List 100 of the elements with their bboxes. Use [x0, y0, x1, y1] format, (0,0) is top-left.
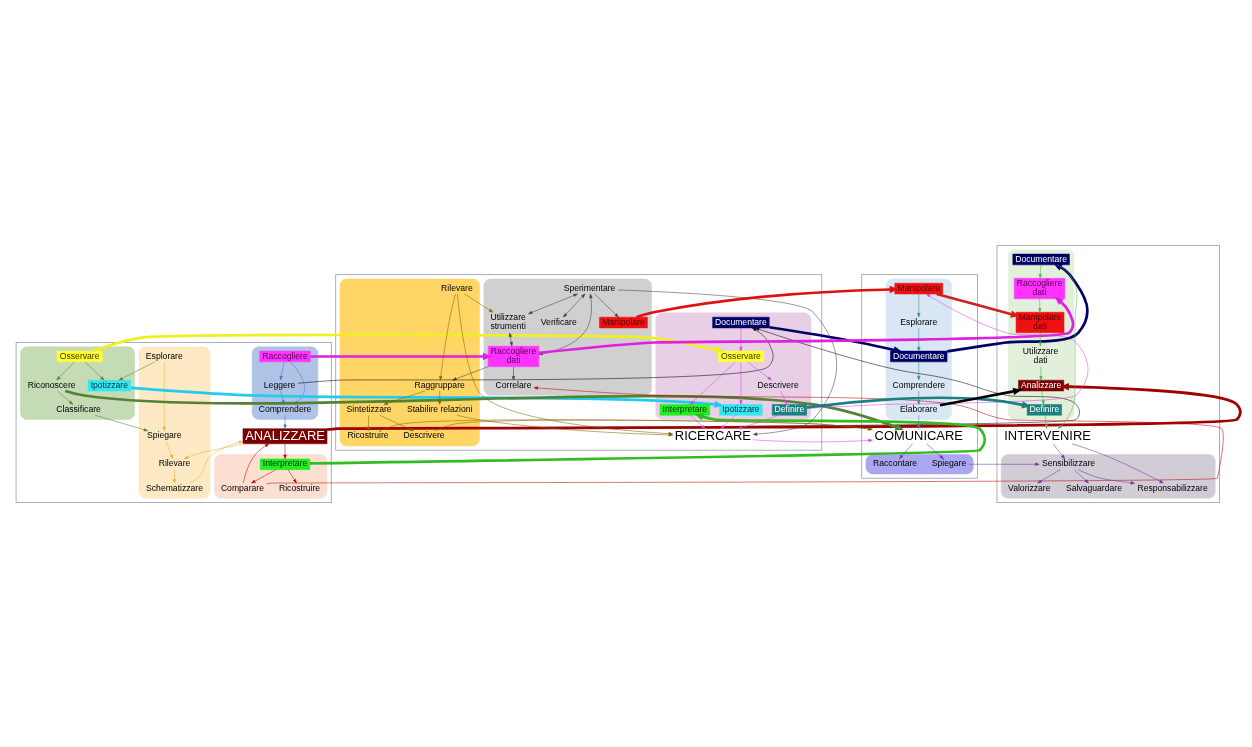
arrow — [739, 327, 743, 351]
arrow — [737, 414, 779, 429]
arrow — [1037, 468, 1061, 483]
node-text: Spiegare — [931, 457, 967, 468]
arrow — [947, 262, 1089, 353]
arrow — [511, 366, 516, 380]
cluster — [885, 278, 952, 420]
node-text: Esplorare — [145, 350, 183, 361]
arrow — [1052, 443, 1065, 459]
arrow — [251, 468, 277, 483]
arrow — [917, 414, 921, 429]
arrow — [1071, 443, 1164, 483]
arrow — [720, 414, 736, 429]
node-box: Documentare — [890, 350, 948, 362]
cluster — [20, 346, 135, 420]
cluster — [335, 273, 823, 451]
node-text: Sintetizzare — [346, 403, 392, 414]
arrow — [689, 361, 736, 405]
arrow — [780, 390, 788, 405]
arrow — [769, 325, 903, 354]
arrow — [752, 438, 873, 442]
arrow — [939, 387, 1022, 407]
arrow — [538, 296, 1075, 354]
arrow — [297, 327, 774, 384]
cluster — [996, 244, 1220, 503]
arrow — [636, 285, 899, 318]
node-text: Descrivere — [403, 429, 445, 440]
node-box: Raccogliere dati — [1013, 277, 1066, 299]
node-box: Documentare — [1012, 253, 1070, 265]
node-text: Ricostruire — [278, 482, 321, 493]
arrow — [452, 365, 489, 380]
arrow — [283, 443, 287, 459]
node-box: Definire — [1026, 403, 1062, 415]
node-text: RICERCARE — [674, 427, 751, 443]
arrow — [739, 361, 743, 405]
node-text: Sensibilizzare — [1042, 457, 1096, 468]
node-box: Osservare — [56, 350, 103, 362]
node-text: Responsabilizzare — [1137, 482, 1208, 493]
arrow — [1056, 264, 1078, 429]
node-text: INTERVENIRE — [1004, 427, 1091, 443]
arrow — [266, 385, 1224, 484]
arrow — [563, 293, 586, 317]
arrow — [283, 414, 287, 429]
arrow — [118, 361, 155, 380]
arrow — [280, 390, 285, 405]
node-text: Raccontare — [873, 457, 918, 468]
node-text: Valorizzare — [1008, 482, 1051, 493]
arrow — [279, 361, 285, 380]
node-box: Osservare — [718, 350, 764, 362]
arrow — [917, 293, 921, 317]
cluster — [138, 346, 211, 498]
node-box: Manipolare — [599, 316, 648, 328]
node-text: Spiegare — [147, 429, 182, 440]
arrow — [309, 412, 986, 465]
arrow — [64, 389, 904, 430]
arrow — [379, 414, 414, 431]
arrow — [1038, 264, 1042, 278]
arrow — [243, 443, 270, 483]
arrow — [84, 361, 105, 380]
arrow — [56, 361, 76, 380]
node-text: Stabilire relazioni — [406, 403, 473, 414]
node-box: Definire — [771, 403, 807, 415]
node-box: Ipotizzare — [87, 379, 131, 391]
node-text: Raggruppare — [414, 379, 465, 390]
arrow — [917, 361, 921, 380]
arrow — [57, 390, 74, 405]
arrow — [690, 414, 706, 429]
node-text: Elaborare — [900, 403, 938, 414]
arrow — [806, 293, 1089, 409]
arrow — [162, 361, 166, 431]
arrow — [806, 395, 1031, 409]
node-box: Analizzare — [1018, 379, 1064, 391]
arrow — [189, 440, 244, 483]
arrow — [1039, 366, 1043, 380]
node-box: Documentare — [712, 316, 770, 328]
node-text: Sperimentare — [563, 282, 616, 293]
node-text: Comprendere — [892, 379, 946, 390]
arrow — [968, 462, 1040, 466]
node-box: Raccogliere dati — [487, 345, 540, 367]
node-box: Interpretare — [659, 403, 710, 415]
node-text: Utilizzare dati — [1022, 345, 1059, 365]
arrow — [1041, 390, 1045, 405]
cluster — [251, 346, 319, 420]
arrow — [94, 414, 149, 431]
node-text: Verificare — [540, 316, 577, 327]
node-box: Interpretare — [259, 458, 311, 470]
arrow — [528, 293, 578, 314]
node-box: ANALIZZARE — [242, 427, 328, 444]
node-text: COMUNICARE — [874, 427, 963, 443]
arrow — [899, 443, 913, 459]
node-text: Salvaguardare — [1065, 482, 1122, 493]
arrow — [1044, 414, 1048, 429]
arrow — [594, 293, 619, 317]
arrow — [326, 382, 1240, 431]
arrow — [93, 333, 724, 353]
node-text: Rilevare — [441, 282, 473, 293]
cluster — [15, 341, 332, 503]
node-text: Esplorare — [900, 316, 938, 327]
cluster — [861, 273, 978, 479]
node-box: Ipotizzare — [719, 403, 763, 415]
